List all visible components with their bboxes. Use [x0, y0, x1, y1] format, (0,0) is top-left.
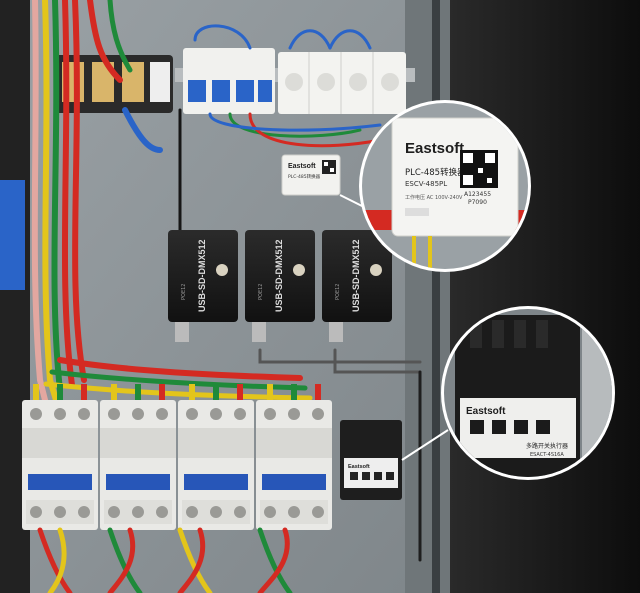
dmx-2-side: POE12 — [258, 284, 264, 300]
qr-code-icon — [460, 150, 498, 188]
switch-brand: Eastsoft — [466, 406, 506, 417]
contactor-1 — [22, 384, 98, 530]
switch-slot-3 — [514, 420, 528, 434]
cabinet-side-shadow — [448, 0, 640, 593]
contactor-row — [22, 384, 332, 530]
din-sockets — [278, 52, 406, 114]
dmx-2-label: USB-SD-DMX512 — [274, 239, 284, 312]
panel-right-strip — [405, 0, 450, 593]
switch-slot-4 — [536, 420, 550, 434]
plc-model-line2: ESCV-485PL — [405, 180, 447, 188]
plc-serial1: A123455 — [464, 191, 491, 198]
switch-model: ESACT-4S16A — [530, 452, 564, 458]
switch-small-brand: Eastsoft — [348, 464, 370, 470]
dmx-module-3: USB-SD-DMX512 POE12 — [322, 230, 392, 342]
callout-plc-zoom: Eastsoft PLC-485转换器 ESCV-485PL 工作电压 AC 1… — [359, 100, 531, 272]
dmx-3-side: POE12 — [335, 284, 341, 300]
panel-edge — [432, 0, 440, 593]
contactor-3 — [178, 384, 254, 530]
circuit-breakers — [183, 48, 275, 114]
switch-slot-1 — [470, 420, 484, 434]
switch-module-small: Eastsoft — [340, 420, 402, 500]
switch-slot-2 — [492, 420, 506, 434]
wire-bundle-left — [0, 0, 422, 562]
plc-small-brand: Eastsoft — [288, 163, 316, 170]
plc-brand: Eastsoft — [405, 140, 464, 157]
plc-model-line1: PLC-485转换器 — [405, 167, 466, 178]
wire-bundle-bottom — [37, 527, 293, 593]
plc-serial2: P7090 — [468, 199, 487, 206]
dmx-1-label: USB-SD-DMX512 — [197, 239, 207, 312]
contactor-4 — [256, 384, 332, 530]
callout-line-bottom — [401, 429, 449, 461]
dmx-3-label: USB-SD-DMX512 — [351, 239, 361, 312]
dmx-module-1: USB-SD-DMX512 POE12 — [168, 230, 238, 342]
dmx-module-2: USB-SD-DMX512 POE12 — [245, 230, 315, 342]
plc-module-small: Eastsoft PLC-485转换器 — [281, 154, 341, 196]
contactor-2 — [100, 384, 176, 530]
switch-name: 多路开关执行器 — [526, 442, 568, 450]
plc-small-model: PLC-485转换器 — [288, 173, 321, 180]
plc-spec: 工作电压 AC 100V-240V — [405, 194, 463, 201]
dmx-1-side: POE12 — [181, 284, 187, 300]
terminal-block — [55, 55, 173, 113]
